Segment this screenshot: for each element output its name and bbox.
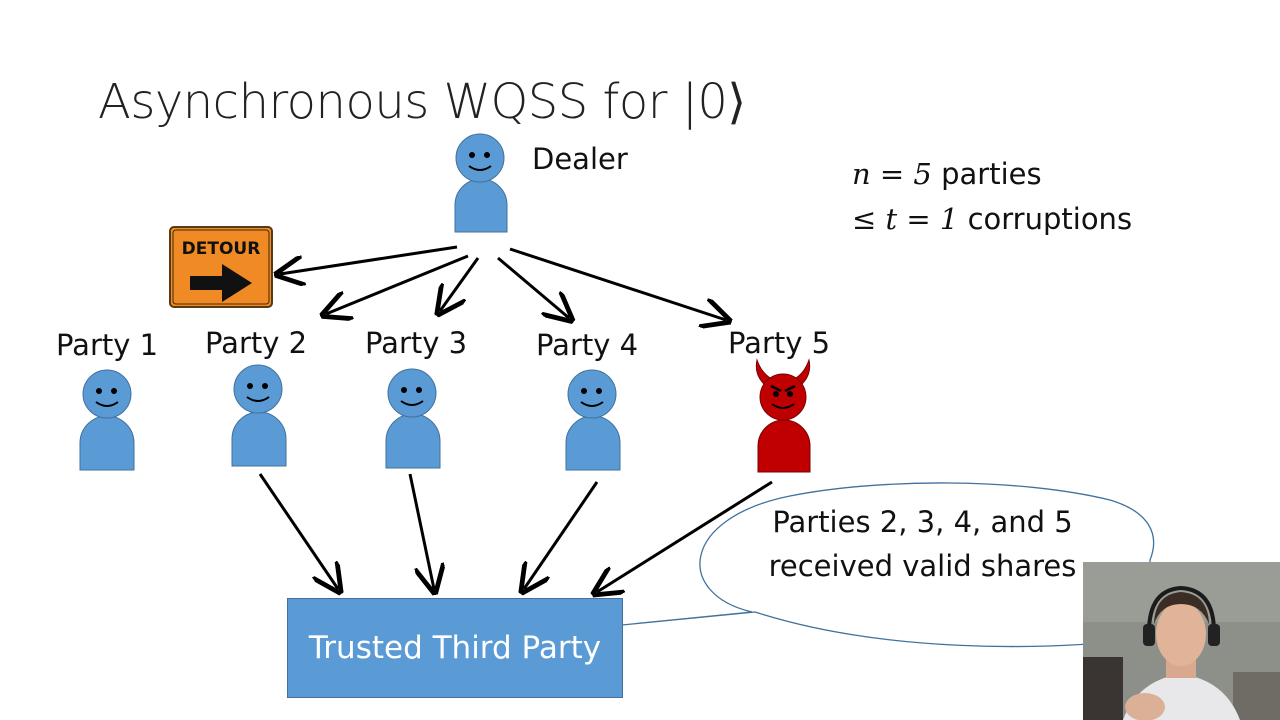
arrow-dealer-to-party-3: [440, 257, 480, 311]
arrow-dealer-to-detour: [280, 245, 458, 274]
speech-bubble: [621, 482, 1155, 648]
party-2-figure: [231, 364, 287, 467]
party-2-label: Party 2: [205, 326, 308, 360]
corruption-bound-text: corruptions: [958, 202, 1133, 236]
arrow-party-2-to-ttp: [258, 473, 338, 589]
arrow-dealer-to-party-4: [497, 256, 569, 318]
arrow-dealer-to-party-2: [326, 254, 469, 314]
party-count-line: n = 5 parties: [852, 157, 1042, 191]
party-5-label: Party 5: [728, 326, 831, 360]
dealer-figure: [454, 133, 508, 233]
party-5-devil-figure: [755, 358, 811, 473]
corruption-bound-line: ≤ t = 1 corruptions: [852, 202, 1132, 236]
party-3-label: Party 3: [365, 326, 468, 360]
party-4-label: Party 4: [536, 328, 639, 362]
detour-sign: DETOUR: [169, 226, 273, 308]
detour-arrow-icon: [190, 264, 252, 302]
party-1-label: Party 1: [56, 328, 159, 362]
party-1-figure: [79, 369, 135, 471]
presenter-webcam: [1083, 562, 1280, 720]
arrow-dealer-to-party-5: [509, 247, 726, 320]
party-3-figure: [385, 368, 441, 469]
devil-horn-left-icon: [755, 358, 774, 385]
presenter-webcam-image: [1083, 562, 1280, 720]
party-4-figure: [565, 369, 621, 471]
arrow-party-3-to-ttp: [408, 473, 434, 589]
trusted-third-party-box: Trusted Third Party: [287, 598, 623, 698]
detour-sign-label: DETOUR: [182, 239, 261, 259]
party-count-text: parties: [931, 157, 1042, 191]
devil-horn-right-icon: [792, 358, 811, 385]
corruption-bound-math: ≤ t = 1: [852, 202, 959, 236]
trusted-third-party-label: Trusted Third Party: [308, 630, 602, 666]
party-count-math: n = 5: [852, 157, 932, 191]
speech-bubble-text: Parties 2, 3, 4, and 5 received valid sh…: [768, 505, 1077, 583]
arrow-party-4-to-ttp: [524, 481, 599, 589]
dealer-label: Dealer: [532, 142, 628, 176]
arrow-party-5-to-ttp: [597, 480, 773, 592]
slide-title: Asynchronous WQSS for |0⟩: [98, 74, 746, 130]
